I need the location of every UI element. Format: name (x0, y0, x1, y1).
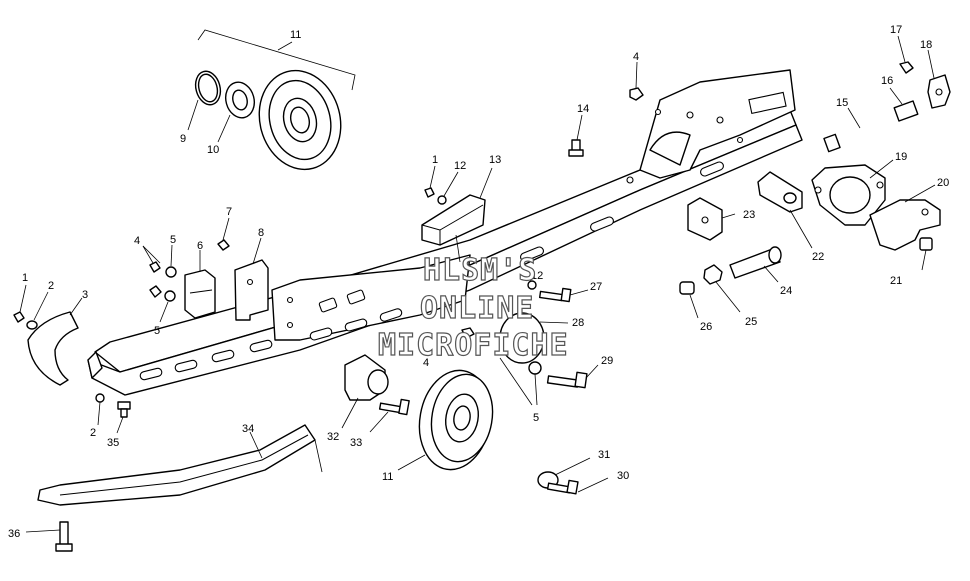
nut-4-mid (461, 327, 475, 339)
callout-1-upper: 1 (432, 154, 438, 166)
slide-block-13 (421, 167, 493, 263)
bracket-22 (757, 171, 813, 249)
callout-8: 8 (258, 227, 264, 239)
callout-12-upper: 12 (454, 160, 466, 172)
nut-1-front (13, 284, 27, 323)
bearing-10 (224, 81, 256, 119)
bolt-33 (369, 398, 410, 433)
callout-21: 21 (890, 275, 902, 287)
watermark-line-2: ONLINE (420, 291, 534, 326)
callout-27: 27 (590, 281, 602, 293)
bracket-20 (869, 184, 941, 251)
callout-23: 23 (743, 209, 755, 221)
callout-10: 10 (207, 144, 219, 156)
watermark-line-1: HLSM'S (423, 253, 537, 288)
watermark-line-3: MICROFICHE (378, 328, 569, 363)
callout-25: 25 (745, 316, 757, 328)
bolt-36 (25, 521, 73, 552)
washer-2-lower (95, 393, 105, 426)
callout-24: 24 (780, 285, 792, 297)
callout-6: 6 (197, 240, 203, 252)
callout-26: 26 (700, 321, 712, 333)
callout-18: 18 (920, 39, 932, 51)
callout-5-left-top: 5 (170, 234, 176, 246)
rail-slots (139, 161, 724, 381)
callout-2-lower: 2 (90, 427, 96, 439)
fasteners (13, 61, 644, 552)
wheel-assembly-top (187, 29, 356, 171)
callout-15: 15 (836, 97, 848, 109)
callout-5-left-bottom: 5 (154, 325, 160, 337)
callout-16: 16 (881, 75, 893, 87)
bolt-35 (116, 401, 131, 434)
callout-19: 19 (895, 151, 907, 163)
washer-5-mid (499, 357, 542, 406)
callout-3: 3 (82, 289, 88, 301)
callout-35: 35 (107, 437, 119, 449)
bushing-21 (919, 237, 933, 271)
nut-4-upper (629, 61, 644, 101)
watermark: HLSM'S ONLINE MICROFICHE (377, 252, 569, 363)
bumper-3 (27, 297, 83, 386)
block-6 (184, 250, 216, 319)
bolt-15 (823, 107, 901, 153)
rivet-holes (286, 108, 744, 329)
callout-32: 32 (327, 431, 339, 443)
callout-4-mid: 4 (423, 357, 429, 369)
bolt-14 (568, 114, 584, 157)
bolt-30 (546, 477, 609, 495)
callout-1-front: 1 (22, 272, 28, 284)
callout-7: 7 (226, 206, 232, 218)
callout-28: 28 (572, 317, 584, 329)
callout-4-upper: 4 (633, 51, 639, 63)
nut-25 (703, 264, 741, 313)
pin-24 (729, 246, 782, 283)
pivot-bracket-19 (811, 159, 894, 226)
callout-29: 29 (601, 355, 613, 367)
wheel-11-top (258, 69, 342, 171)
callout-11-top: 11 (290, 29, 301, 41)
nut-washer-4-5-left (142, 244, 177, 323)
callout-17: 17 (890, 24, 902, 36)
callout-20: 20 (937, 177, 949, 189)
washer-2-front (26, 291, 49, 330)
washer-12-upper (437, 171, 459, 205)
block-23 (687, 197, 736, 241)
spacer-28 (499, 312, 569, 364)
wheel-11-bottom (397, 369, 494, 471)
callout-13: 13 (489, 154, 501, 166)
callout-36: 36 (8, 528, 20, 540)
callout-2-front: 2 (48, 280, 54, 292)
callout-4-left: 4 (134, 235, 140, 247)
snap-ring-9 (194, 70, 222, 106)
bolt-29 (546, 364, 599, 389)
callout-22: 22 (812, 251, 824, 263)
nut-7 (217, 217, 230, 251)
callout-9: 9 (180, 133, 186, 145)
callout-31: 31 (598, 449, 610, 461)
right-parts (679, 35, 951, 319)
callout-30: 30 (617, 470, 629, 482)
callout-14: 14 (577, 103, 589, 115)
callout-34: 34 (242, 423, 254, 435)
callout-12-mid: 12 (531, 270, 543, 282)
nut-1-upper (424, 165, 436, 198)
slider-34 (37, 424, 323, 506)
bolt-27 (538, 287, 589, 303)
callout-labels: 1 2 3 4 5 6 7 8 5 9 10 11 1 12 13 14 4 1… (8, 24, 949, 540)
callout-5-mid: 5 (533, 412, 539, 424)
washer-12-mid (527, 277, 537, 290)
callout-33: 33 (350, 437, 362, 449)
bushing-26 (679, 281, 699, 319)
bracket-18 (927, 49, 951, 109)
fitting-16 (889, 87, 919, 122)
callout-11-bottom: 11 (382, 471, 393, 483)
block-32 (341, 354, 389, 429)
washer-31 (537, 457, 591, 489)
bracket-8 (234, 237, 269, 321)
rail-assembly (87, 69, 803, 396)
nut-17 (897, 35, 914, 74)
